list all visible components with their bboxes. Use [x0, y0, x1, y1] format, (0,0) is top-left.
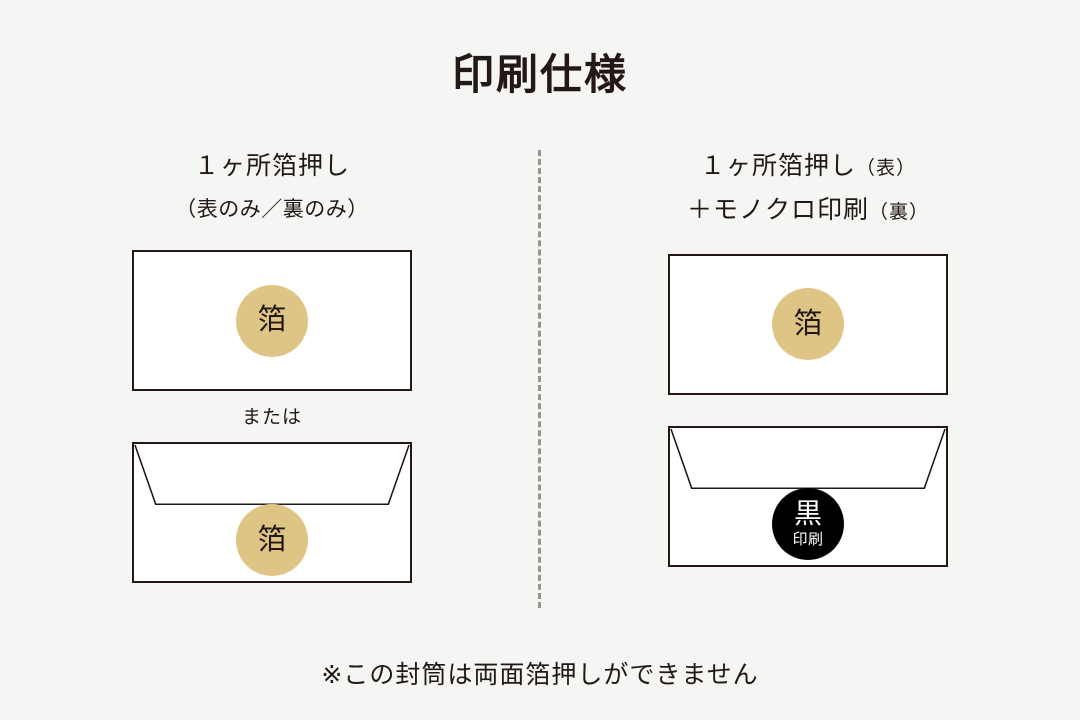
- foil-stamp-gold: 箔: [236, 504, 308, 577]
- foil-stamp-label: 箔: [257, 523, 287, 556]
- envelope-back-left: 箔: [132, 442, 412, 584]
- column-right-heading: １ヶ所箔押し（表）: [608, 150, 1008, 184]
- envelope-front-right: 箔: [668, 253, 948, 395]
- foil-stamp-gold: 箔: [236, 284, 308, 357]
- column-right-heading-paren: （表）: [856, 158, 917, 179]
- page-title: 印刷仕様: [451, 51, 628, 98]
- mono-print-stamp-label: 黒: [793, 498, 822, 529]
- column-right-heading-line2: ＋モノクロ印刷（裏）: [608, 194, 1008, 228]
- column-right-envelopes: 箔 黒 印刷: [608, 253, 1008, 624]
- column-divider: [538, 150, 541, 608]
- column-right-heading-line2-paren: （裏）: [869, 201, 930, 223]
- footnote-note: ※この封筒は両面箔押しができません: [321, 661, 759, 689]
- envelope-back-right: 黒 印刷: [668, 425, 948, 567]
- column-left-subtitle: （表のみ／裏のみ）: [175, 197, 369, 221]
- column-right-heading-main: １ヶ所箔押し: [699, 152, 856, 180]
- mono-print-stamp-black: 黒 印刷: [772, 487, 844, 560]
- foil-stamp-gold: 箔: [772, 288, 844, 360]
- foil-stamp-label: 箔: [257, 304, 287, 337]
- foil-stamp-label: 箔: [793, 307, 823, 340]
- or-label-left: または: [241, 407, 302, 429]
- envelope-front-left: 箔: [132, 250, 412, 392]
- column-left: １ヶ所箔押し （表のみ／裏のみ） 箔 または 箔: [72, 150, 472, 620]
- column-left-envelopes: 箔 または 箔: [72, 250, 472, 620]
- column-left-heading: １ヶ所箔押し: [193, 152, 350, 180]
- column-right-heading-line2-main: ＋モノクロ印刷: [686, 195, 869, 224]
- mono-print-stamp-sublabel: 印刷: [792, 531, 824, 548]
- column-right: １ヶ所箔押し（表） ＋モノクロ印刷（裏） 箔 黒 印刷: [608, 150, 1008, 624]
